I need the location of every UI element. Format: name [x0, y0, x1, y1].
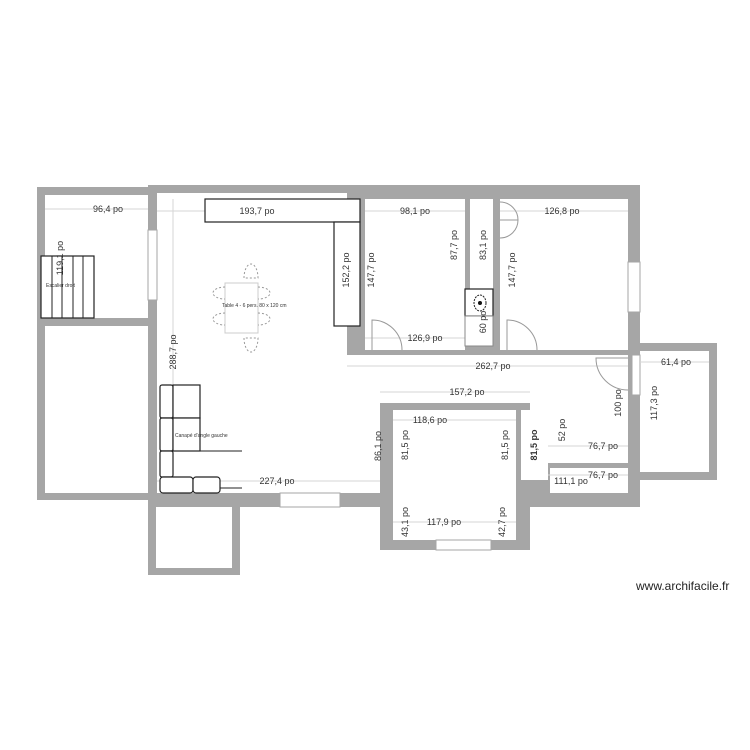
dim-cupboard: 81,5 po — [529, 429, 539, 461]
dim-side-room-height: 117,3 po — [649, 386, 659, 420]
stairs — [40, 255, 95, 319]
corner-sofa — [159, 384, 242, 494]
dim-bedroom2-width: 126,8 po — [544, 206, 579, 216]
sofa-label: Canapé d'angle gauche — [175, 433, 228, 439]
dim-hall-width: 262,7 po — [475, 361, 510, 371]
dim-bath-left: 81,5 po — [400, 430, 410, 460]
dim-living-bottom: 227,4 po — [259, 476, 294, 486]
kitchen-counter — [204, 198, 361, 223]
dim-corridor-bottom: 76,7 po — [588, 470, 618, 480]
furniture — [40, 198, 494, 494]
kitchen-counter-return — [333, 221, 361, 327]
dim-bath-lower-left: 43,1 po — [400, 507, 410, 537]
dimension-lines — [45, 199, 709, 523]
dim-corridor-top: 76,7 po — [588, 441, 618, 451]
dim-closet-depth: 87,7 po — [449, 230, 459, 260]
dim-bath-inner-top: 118,6 po — [413, 415, 447, 425]
dim-wc-depth: 60 po — [478, 311, 488, 334]
dining-chairs — [212, 263, 271, 353]
dim-bedroom1-bottom: 126,9 po — [407, 333, 442, 343]
table-label: Table 4 - 6 pers. 80 x 120 cm — [222, 303, 286, 309]
dining-table — [224, 282, 259, 334]
dim-bedroom2-height: 147,7 po — [507, 252, 517, 287]
dim-bath-outer-height: 86,1 po — [373, 431, 383, 461]
dim-stair-height: 119,1 po — [55, 241, 65, 275]
dim-bath-bottom: 117,9 po — [427, 517, 461, 527]
dim-living-height: 288,7 po — [168, 334, 178, 369]
dim-side-room-width: 61,4 po — [661, 357, 691, 367]
dim-bath-right: 81,5 po — [500, 430, 510, 460]
dim-kitchen-counter: 193,7 po — [239, 206, 274, 216]
dim-door-100: 100 po — [613, 389, 623, 417]
doors — [371, 201, 629, 391]
dimension-labels: 96,4 po 119,1 po Escalier droit 193,7 po 152… — [46, 204, 691, 537]
dim-bath-outer: 157,2 po — [449, 387, 484, 397]
dim-closet-height: 83,1 po — [478, 230, 488, 260]
dim-bath-lower-right: 42,7 po — [497, 507, 507, 537]
dim-bedroom1-height: 147,7 po — [366, 252, 376, 287]
stair-label: Escalier droit — [46, 283, 76, 289]
dim-corridor-52: 52 po — [557, 419, 567, 442]
dim-corridor-111: 111,1 po — [554, 476, 588, 486]
dim-counter-return: 152,2 po — [341, 252, 351, 287]
dim-bedroom1-width: 98,1 po — [400, 206, 430, 216]
watermark: www.archifacile.fr — [635, 579, 729, 593]
walls — [37, 185, 717, 575]
dim-stair-room-width: 96,4 po — [93, 204, 123, 214]
